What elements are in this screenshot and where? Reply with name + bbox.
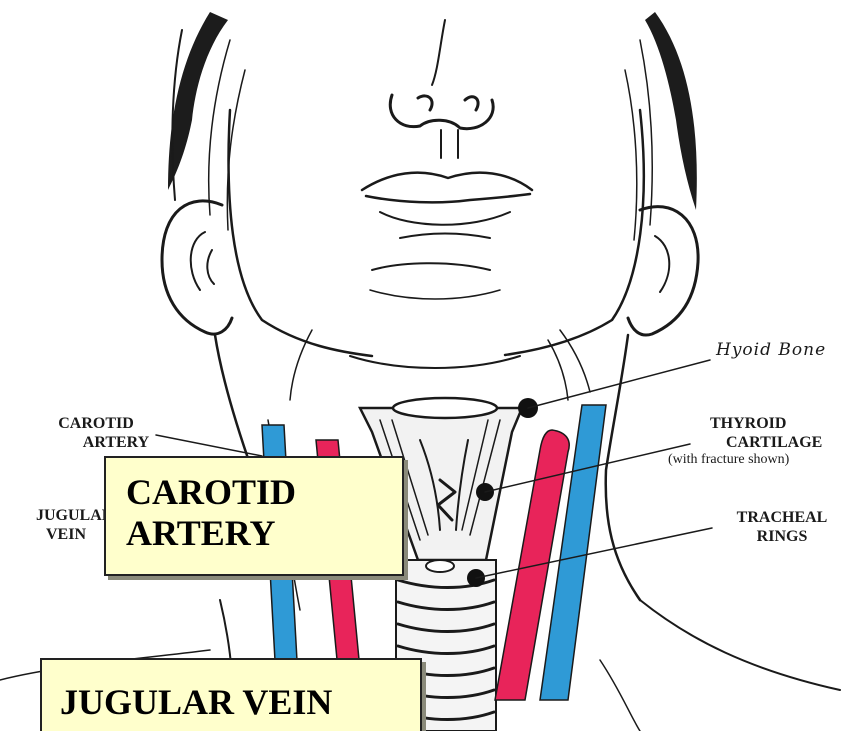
jugular-vein-callout: JUGULAR VEIN [40,658,422,731]
ear-right [628,207,698,335]
hair-left [168,12,245,230]
ear-left [162,201,232,334]
jaw-lines [290,290,590,400]
hyoid-bone-label: Hyoid Bone [716,340,826,360]
tracheal-rings-label: TRACHEAL RINGS [712,508,852,546]
fracture-note: (with fracture shown) [668,452,789,468]
thyroid-cartilage-label: THYROID CARTILAGE [694,414,860,452]
mouth [362,173,532,270]
nose [390,20,493,158]
carotid-artery-callout: CAROTID ARTERY [104,456,404,576]
carotid-artery-label: CAROTID ARTERY [36,414,156,452]
